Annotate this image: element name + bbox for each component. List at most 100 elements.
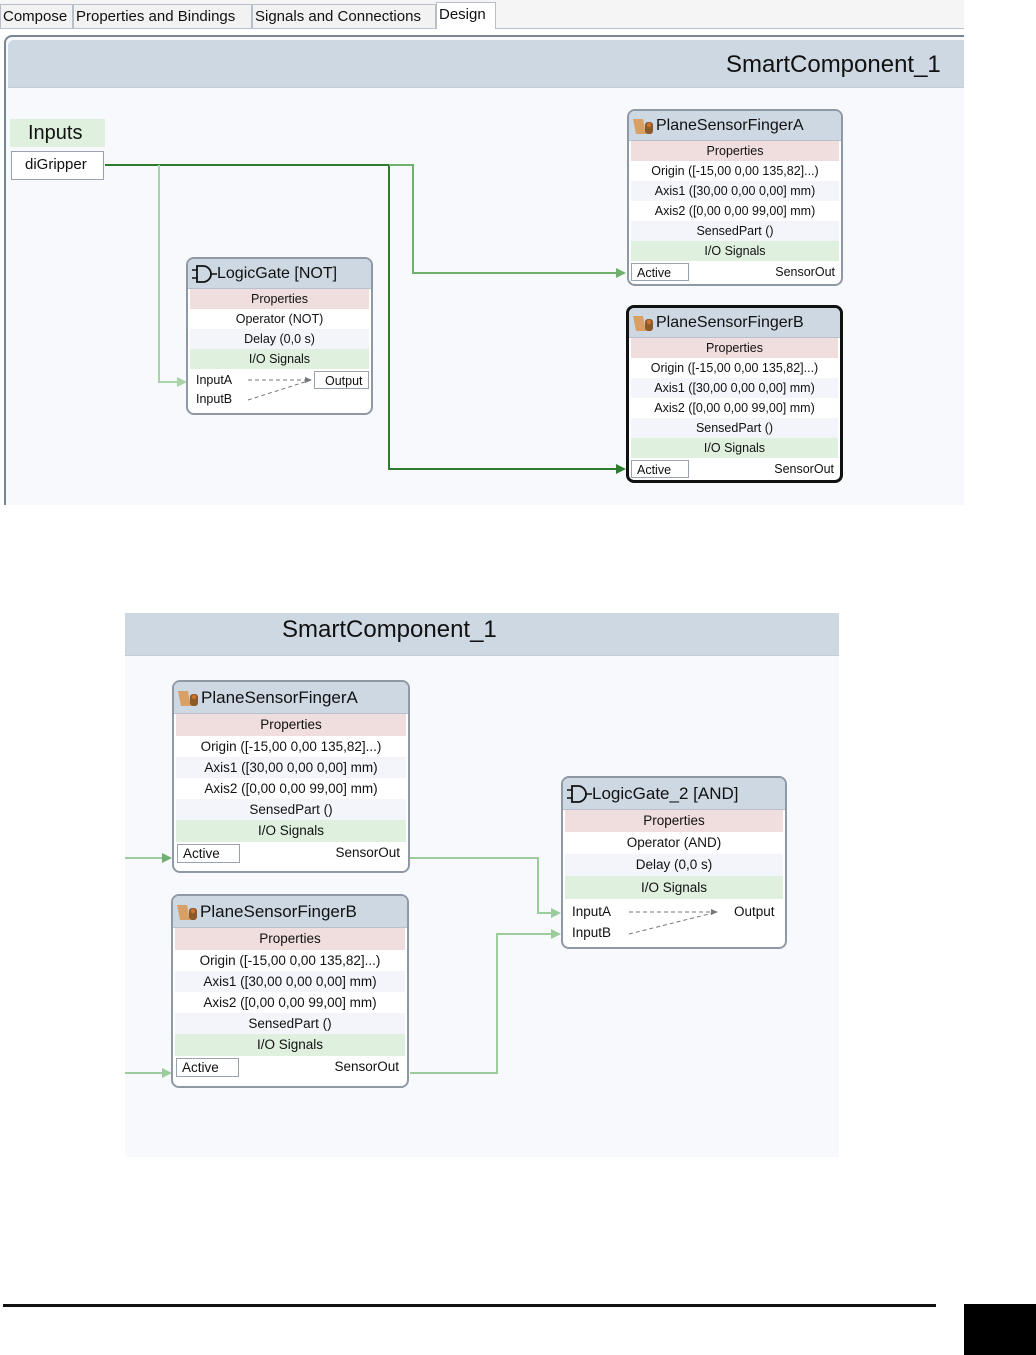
property-delay[interactable]: Delay (0,0 s) xyxy=(190,329,369,349)
signal-sensorout[interactable]: SensorOut xyxy=(775,265,835,279)
node-plane-sensor-finger-a-2[interactable]: PlaneSensorFingerA Properties Origin ([-… xyxy=(172,680,410,873)
property-axis1[interactable]: Axis1 ([30,00 0,00 0,00] mm) xyxy=(175,971,405,992)
property-axis2[interactable]: Axis2 ([0,00 0,00 99,00] mm) xyxy=(654,401,815,415)
properties-section[interactable]: Properties xyxy=(190,289,369,309)
arrow-head xyxy=(551,929,561,939)
node-title: LogicGate_2 [AND] xyxy=(592,783,739,803)
signal-row: Active SensorOut xyxy=(174,842,408,864)
properties-section[interactable]: Properties xyxy=(175,928,405,950)
property-operator[interactable]: Operator (NOT) xyxy=(235,312,324,326)
property-origin[interactable]: Origin ([-15,00 0,00 135,82]...) xyxy=(199,953,381,968)
property-operator[interactable]: Operator (AND) xyxy=(626,835,722,850)
signal-active[interactable]: Active xyxy=(177,844,240,863)
property-axis1[interactable]: Axis1 ([30,00 0,00 0,00] mm) xyxy=(631,181,839,201)
node-title: PlaneSensorFingerA xyxy=(201,687,358,707)
signal-inputa[interactable]: InputA xyxy=(196,373,233,387)
tab-bar: Compose Properties and Bindings Signals … xyxy=(0,0,964,29)
signal-rows: InputA InputB Output xyxy=(188,369,371,409)
io-signals-section[interactable]: I/O Signals xyxy=(175,1034,405,1056)
wire-digripper-to-gate[interactable] xyxy=(158,165,179,383)
property-origin[interactable]: Origin ([-15,00 0,00 135,82]...) xyxy=(650,361,819,375)
signal-active[interactable]: Active xyxy=(631,263,689,281)
properties-section[interactable]: Properties xyxy=(565,810,783,832)
node-title: LogicGate [NOT] xyxy=(217,264,338,282)
node-header: LogicGate [NOT] xyxy=(188,259,371,289)
plane-sensor-icon xyxy=(632,313,654,333)
signal-output[interactable]: Output xyxy=(314,371,369,389)
properties-section[interactable]: Properties xyxy=(631,141,839,161)
property-sensedpart[interactable]: SensedPart () xyxy=(631,221,839,241)
property-sensedpart[interactable]: SensedPart () xyxy=(176,799,406,820)
property-axis1[interactable]: Axis1 ([30,00 0,00 0,00] mm) xyxy=(176,757,406,778)
property-origin[interactable]: Origin ([-15,00 0,00 135,82]...) xyxy=(651,164,819,178)
plane-sensor-icon xyxy=(176,902,198,922)
signal-sensorout[interactable]: SensorOut xyxy=(334,1059,399,1074)
io-signals-section[interactable]: I/O Signals xyxy=(190,349,369,369)
logic-gate-icon xyxy=(566,784,592,804)
signal-active[interactable]: Active xyxy=(631,460,689,478)
signal-active[interactable]: Active xyxy=(176,1058,239,1077)
property-origin[interactable]: Origin ([-15,00 0,00 135,82]...) xyxy=(200,739,382,754)
node-plane-sensor-finger-b-2[interactable]: PlaneSensorFingerB Properties Origin ([-… xyxy=(171,894,409,1088)
node-logic-gate-and[interactable]: LogicGate_2 [AND] Properties Operator (A… xyxy=(561,776,787,949)
node-header: LogicGate_2 [AND] xyxy=(563,778,785,810)
signal-rows: InputA InputB Output xyxy=(563,899,785,943)
node-plane-sensor-finger-a[interactable]: PlaneSensorFingerA Properties Origin ([-… xyxy=(627,109,843,286)
arrow-head xyxy=(177,377,187,387)
node-plane-sensor-finger-b[interactable]: PlaneSensorFingerB Properties Origin ([-… xyxy=(626,305,843,483)
node-title: PlaneSensorFingerA xyxy=(656,116,804,134)
io-signals-section[interactable]: I/O Signals xyxy=(565,876,783,899)
arrow-head xyxy=(162,853,172,863)
component-title-2: SmartComponent_1 xyxy=(282,616,497,643)
property-sensedpart[interactable]: SensedPart () xyxy=(175,1013,405,1034)
wire-digripper-to-sensor-a[interactable] xyxy=(389,164,618,274)
plane-sensor-icon xyxy=(177,688,199,708)
wire-sensor-b-to-gate[interactable] xyxy=(410,933,553,1074)
signal-row: Active SensorOut xyxy=(629,261,841,283)
property-axis1[interactable]: Axis1 ([30,00 0,00 0,00] mm) xyxy=(631,378,838,398)
arrow-head xyxy=(616,464,626,474)
arrow-head xyxy=(616,268,626,278)
footer-rule xyxy=(3,1304,936,1307)
wire-digripper-to-sensor-b[interactable] xyxy=(105,164,618,470)
plane-sensor-icon xyxy=(632,116,654,136)
signal-inputb[interactable]: InputB xyxy=(196,392,233,406)
page-tab-marker xyxy=(964,1304,1036,1355)
io-signals-section[interactable]: I/O Signals xyxy=(176,820,406,842)
property-delay[interactable]: Delay (0,0 s) xyxy=(565,854,783,876)
tab-signals-and-connections[interactable]: Signals and Connections xyxy=(252,4,436,28)
node-title: PlaneSensorFingerB xyxy=(656,313,804,331)
io-signals-section[interactable]: I/O Signals xyxy=(631,241,839,261)
internal-link xyxy=(247,377,312,401)
properties-section[interactable]: Properties xyxy=(176,714,406,736)
internal-link xyxy=(628,909,718,935)
input-digripper[interactable]: diGripper xyxy=(11,151,104,180)
signal-sensorout[interactable]: SensorOut xyxy=(774,462,834,476)
property-axis2[interactable]: Axis2 ([0,00 0,00 99,00] mm) xyxy=(654,204,816,218)
node-title: PlaneSensorFingerB xyxy=(200,901,357,921)
signal-inputb[interactable]: InputB xyxy=(572,925,612,940)
signal-output[interactable]: Output xyxy=(734,904,775,919)
property-sensedpart[interactable]: SensedPart () xyxy=(631,418,838,438)
wire-sensor-a-to-gate[interactable] xyxy=(410,857,553,914)
component-header xyxy=(8,40,964,88)
property-axis2[interactable]: Axis2 ([0,00 0,00 99,00] mm) xyxy=(203,995,377,1010)
node-logic-gate-not[interactable]: LogicGate [NOT] Properties Operator (NOT… xyxy=(186,257,373,415)
signal-sensorout[interactable]: SensorOut xyxy=(335,845,400,860)
tab-compose[interactable]: Compose xyxy=(0,4,73,28)
tab-design[interactable]: Design xyxy=(436,2,496,29)
signal-inputa[interactable]: InputA xyxy=(572,904,612,919)
io-signals-section[interactable]: I/O Signals xyxy=(631,438,838,458)
arrow-head xyxy=(551,908,561,918)
properties-section[interactable]: Properties xyxy=(631,338,838,358)
node-header: PlaneSensorFingerA xyxy=(174,682,408,714)
tab-properties-and-bindings[interactable]: Properties and Bindings xyxy=(73,4,252,28)
signal-row: Active SensorOut xyxy=(629,458,840,480)
node-header: PlaneSensorFingerB xyxy=(173,896,407,928)
property-axis2[interactable]: Axis2 ([0,00 0,00 99,00] mm) xyxy=(204,781,378,796)
node-header: PlaneSensorFingerB xyxy=(629,308,840,338)
node-header: PlaneSensorFingerA xyxy=(629,111,841,141)
component-header-2 xyxy=(125,613,839,656)
